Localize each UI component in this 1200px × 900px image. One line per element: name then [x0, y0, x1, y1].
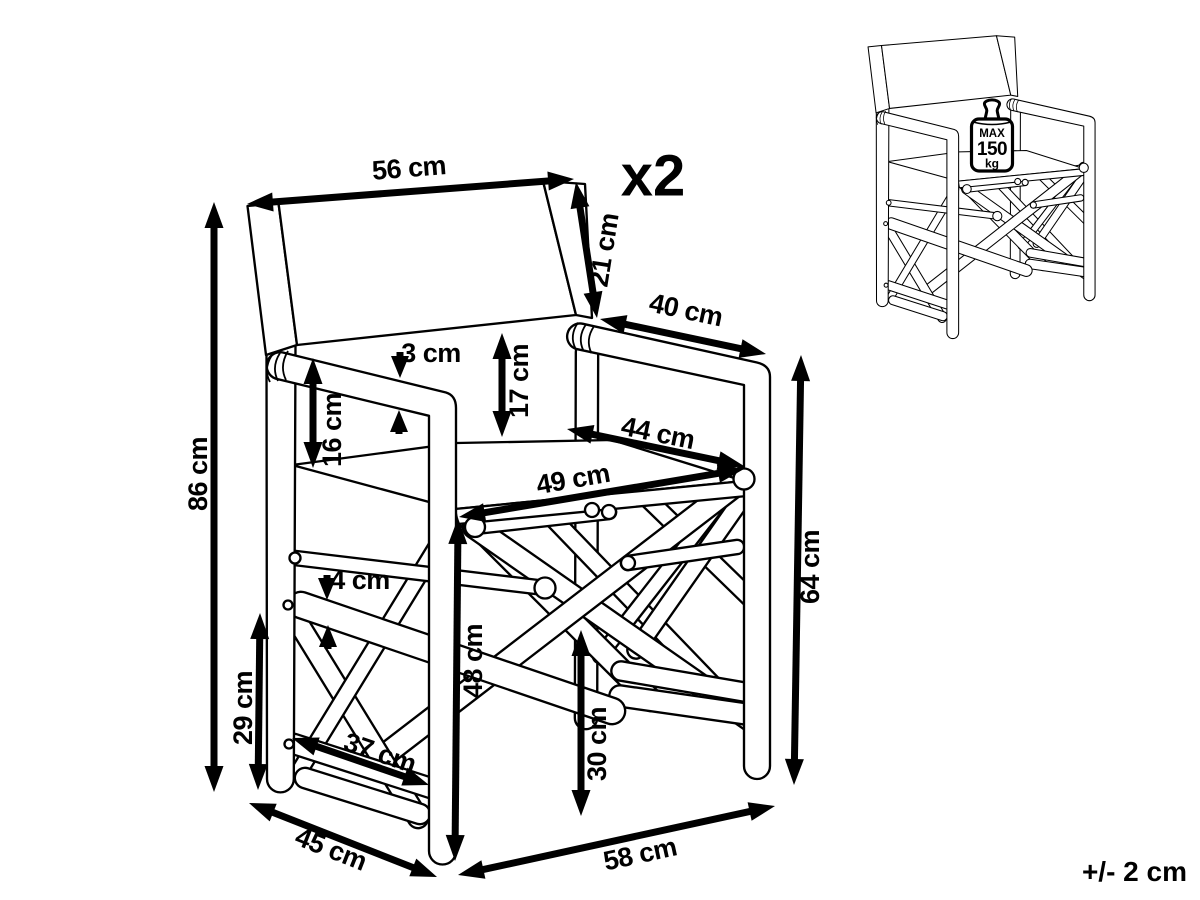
- svg-text:29 cm: 29 cm: [228, 671, 258, 745]
- svg-text:17 cm: 17 cm: [504, 344, 534, 418]
- svg-text:3 cm: 3 cm: [401, 338, 461, 368]
- svg-text:16 cm: 16 cm: [317, 393, 347, 467]
- svg-text:kg: kg: [985, 157, 999, 171]
- svg-text:30 cm: 30 cm: [582, 707, 612, 781]
- svg-text:64 cm: 64 cm: [795, 530, 825, 604]
- svg-text:x2: x2: [621, 144, 686, 209]
- svg-text:150: 150: [977, 139, 1007, 160]
- svg-text:+/- 2 cm: +/- 2 cm: [1082, 856, 1187, 887]
- svg-text:56 cm: 56 cm: [371, 150, 447, 186]
- svg-text:86 cm: 86 cm: [183, 437, 213, 511]
- svg-text:MAX: MAX: [979, 128, 1005, 140]
- svg-text:48 cm: 48 cm: [458, 624, 488, 698]
- svg-text:4 cm: 4 cm: [330, 565, 390, 595]
